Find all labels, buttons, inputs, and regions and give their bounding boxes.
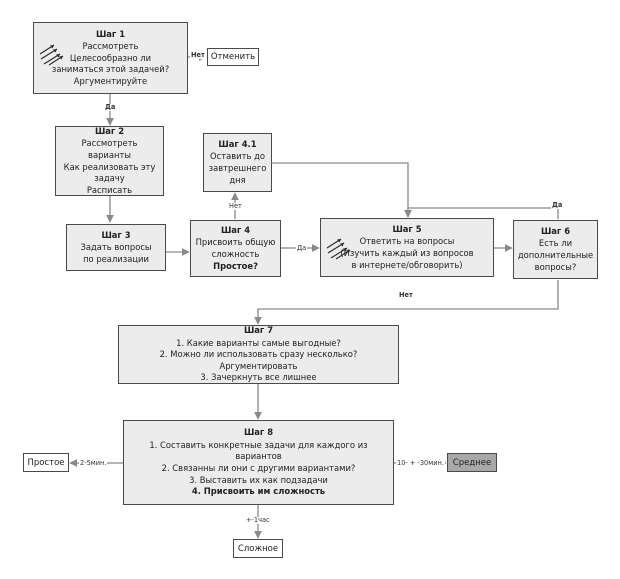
label-s1-no: Нет (190, 51, 206, 59)
step-4-title: Шаг 4 (220, 224, 251, 235)
step-4-1-line-1: Оставить до (210, 151, 265, 162)
arrows-hatch-icon (39, 44, 64, 66)
step-1-line-1: Рассмотреть (82, 41, 139, 52)
step-3-title: Шаг 3 (101, 229, 131, 240)
step-7-line-3: 3. Зачеркнуть все лишнее (200, 372, 317, 383)
cancel-terminal[interactable]: Отменить (207, 48, 259, 66)
edge-s6-s7 (254, 280, 559, 325)
step-5-line-1: Ответить на вопросы (359, 236, 455, 247)
step-4-node[interactable]: Шаг 4 Присвоить общую сложность Простое? (190, 220, 281, 277)
step-5-node[interactable]: Шаг 5 Ответить на вопросы (Изучить кажды… (320, 218, 494, 277)
step-5-line-3: в интернете/обговорить) (351, 259, 463, 270)
step-1-line-4: Аргументируйте (73, 75, 148, 86)
step-8-line-2: 2. Связанны ли они с другими вариантами? (161, 463, 356, 473)
step-4-1-line-2: завтрешнего (208, 163, 267, 173)
step-4-1-node[interactable]: Шаг 4.1 Оставить до завтрешнего дня (203, 133, 272, 192)
step-6-line-2: дополнительные (517, 250, 594, 260)
step-2-line-3: задачу (94, 173, 125, 184)
step-4-question: Простое? (213, 260, 258, 271)
step-2-line-1: Рассмотреть варианты (81, 138, 138, 160)
step-5-title: Шаг 5 (392, 223, 422, 234)
label-s4-no: Нет (228, 202, 243, 210)
step-1-line-3: заниматься этой задачей? (51, 64, 170, 75)
step-8-node[interactable]: Шаг 8 1. Составить конкретные задачи для… (123, 420, 394, 505)
step-6-node[interactable]: Шаг 6 Есть ли дополнительные вопросы? (513, 220, 598, 279)
label-s4-yes: Да (296, 244, 308, 252)
step-6-title: Шаг 6 (540, 225, 571, 236)
step-3-line-1: Задать вопросы (80, 242, 152, 253)
step-5-line-2: (Изучить каждый из вопросов (340, 248, 474, 258)
step-4-1-title: Шаг 4.1 (218, 138, 257, 149)
label-s6-no: Нет (398, 291, 414, 299)
label-s1-yes: Да (104, 103, 117, 111)
step-8-line-3: 3. Выставить их как подзадачи (189, 474, 328, 485)
label-to-medium: 10- + -30мин. (396, 459, 445, 467)
step-2-line-2: Как реализовать эту (63, 161, 156, 172)
step-6-line-1: Есть ли (538, 238, 573, 249)
simple-terminal[interactable]: Простое (23, 453, 69, 472)
step-4-line-2: сложность (211, 249, 260, 259)
step-8-line-1: 1. Составить конкретные задачи для каждо… (149, 439, 368, 462)
step-3-node[interactable]: Шаг 3 Задать вопросы по реализации (66, 224, 166, 271)
step-1-line-2: Целесообразно ли (69, 52, 152, 63)
step-2-node[interactable]: Шаг 2 Рассмотреть варианты Как реализова… (55, 126, 164, 196)
step-2-line-4: Расписать (86, 184, 133, 195)
step-6-line-3: вопросы? (534, 261, 577, 272)
step-7-line-1: 1. Какие варианты самые выгодные? (176, 337, 341, 348)
step-7-node[interactable]: Шаг 7 1. Какие варианты самые выгодные? … (118, 325, 399, 384)
step-4-1-line-3: дня (229, 174, 246, 185)
label-to-complex: +-1час (245, 516, 271, 524)
step-8-line-4: 4. Присвоить им сложность (191, 486, 326, 497)
step-7-title: Шаг 7 (243, 325, 274, 336)
complex-terminal[interactable]: Сложное (233, 539, 283, 558)
step-1-node[interactable]: Шаг 1 Рассмотреть Целесообразно ли заним… (33, 22, 188, 94)
step-2-title: Шаг 2 (94, 125, 125, 136)
edge-s41-s5 (272, 162, 412, 218)
step-7-line-2: 2. Можно ли использовать сразу несколько… (159, 349, 358, 371)
medium-terminal[interactable]: Среднее (447, 453, 497, 472)
label-s6-yes: Да (551, 201, 564, 209)
step-4-line-1: Присвоить общую (195, 237, 276, 248)
label-to-simple: 2-5мин. (79, 459, 108, 467)
step-8-title: Шаг 8 (243, 427, 274, 438)
step-3-line-2: по реализации (83, 253, 149, 264)
arrows-hatch-icon (326, 238, 351, 260)
step-1-title: Шаг 1 (95, 28, 126, 39)
